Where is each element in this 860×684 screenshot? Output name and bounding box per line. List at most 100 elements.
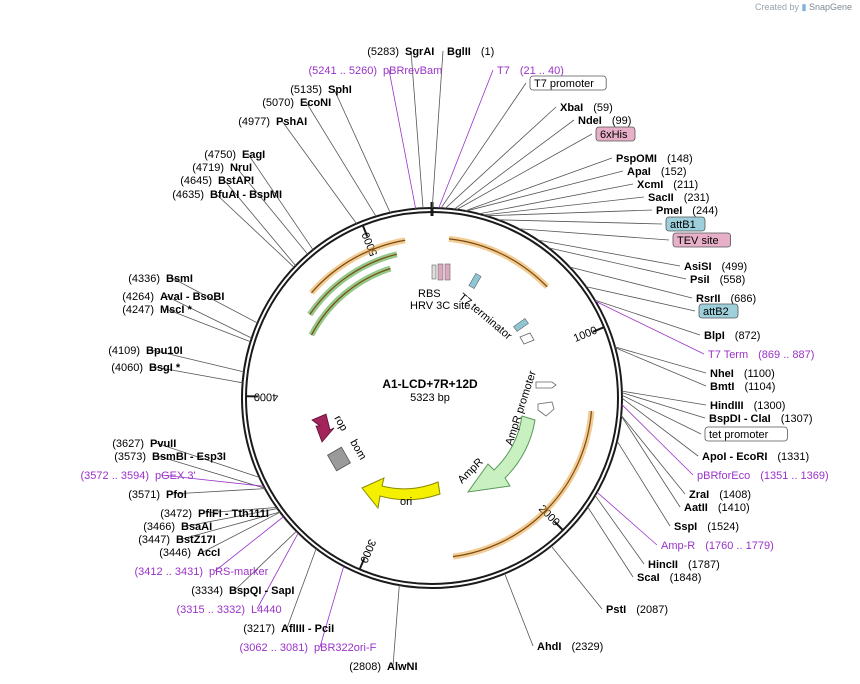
leader-line: [464, 157, 613, 212]
leader-line: [256, 532, 299, 610]
leader-line: [465, 170, 624, 212]
hrv-box: [444, 263, 451, 281]
site-position: (3447): [138, 534, 170, 546]
ampr-promoter-arrow: [537, 401, 555, 417]
plasmid-name: A1-LCD+7R+12D: [382, 377, 478, 391]
site-name: BmtI: [710, 381, 734, 393]
site-name: ApoI - EcoRI: [702, 451, 767, 463]
leader-line: [431, 50, 444, 209]
leader-line: [594, 495, 645, 565]
site-name: L4440: [251, 604, 282, 616]
site-name: pBRrevBam: [383, 65, 442, 77]
leader-line: [614, 346, 707, 374]
orange-arc-1: [448, 235, 550, 289]
site-position: (1410): [718, 502, 750, 514]
rbs-label: RBS: [418, 288, 441, 300]
site-name: PstI: [606, 604, 626, 616]
site-position: (4645): [180, 175, 212, 187]
site-name: NdeI: [578, 115, 602, 127]
tick-mark: [553, 520, 564, 531]
site-position: (4247): [122, 304, 154, 316]
leader-line: [160, 474, 264, 487]
leader-line: [410, 50, 424, 209]
leader-line: [587, 506, 634, 578]
leader-line: [215, 193, 295, 268]
t7term-arrow: [519, 332, 535, 345]
orange-arc-1-core: [448, 238, 548, 288]
site-position: (1104): [744, 381, 775, 393]
leader-line: [181, 511, 281, 540]
leader-line: [157, 455, 265, 489]
leader-line: [438, 69, 494, 209]
site-position: (4719): [192, 162, 224, 174]
site-position: (3472): [160, 508, 192, 520]
site-name: ScaI: [637, 572, 660, 584]
site-position: (3062 .. 3081): [240, 642, 309, 654]
leader-line: [392, 585, 400, 667]
site-position: (1351 .. 1369): [760, 470, 829, 482]
leader-line: [171, 277, 258, 324]
site-name: AflIII - PciI: [281, 623, 334, 635]
snapgene-credit: Created by ▮ SnapGene: [755, 2, 852, 13]
site-name: T7 Term: [708, 349, 748, 361]
site-name: EcoNI: [300, 97, 331, 109]
site-name: pGEX 3': [155, 470, 196, 482]
site-name: ZraI: [689, 489, 709, 501]
site-position: (2808): [349, 661, 381, 673]
site-name: XcmI: [637, 179, 663, 191]
site-name: PspOMI: [616, 153, 657, 165]
leader-line: [596, 491, 658, 546]
bom-box: [327, 446, 351, 472]
site-name: NruI: [230, 162, 252, 174]
site-position: (4060): [111, 362, 143, 374]
attb2-box: [513, 318, 529, 332]
site-name: Amp-R: [661, 540, 695, 552]
site-name: EagI: [242, 149, 265, 161]
ori-arrow: [361, 477, 441, 510]
site-position: (1): [481, 46, 494, 58]
site-name: PshAI: [276, 116, 307, 128]
leader-line: [214, 516, 284, 572]
site-position: (686): [730, 293, 756, 305]
leader-line: [620, 415, 681, 508]
tick-mark: [358, 557, 366, 570]
site-name: PmeI: [656, 205, 682, 217]
leader-line: [202, 511, 281, 553]
feature-label: TEV site: [677, 235, 719, 247]
site-position: (4750): [204, 149, 236, 161]
site-position: (3446): [159, 547, 191, 559]
feature-arcs: [307, 235, 595, 560]
attb1-box: [468, 273, 482, 289]
feature-label: attB1: [670, 219, 696, 231]
site-position: (4336): [128, 273, 160, 285]
leader-line: [305, 101, 377, 217]
leader-line: [621, 404, 694, 476]
feature-badge: [698, 303, 739, 319]
leader-line: [621, 394, 702, 435]
feature-badge: [672, 232, 731, 248]
feature-badge: [529, 75, 607, 91]
leader-line: [319, 566, 345, 648]
leader-line: [594, 299, 701, 336]
site-name: BsmI: [166, 273, 193, 285]
feature-badge: [704, 426, 788, 442]
leader-line: [235, 166, 309, 255]
site-position: (1307): [781, 413, 813, 425]
site-name: AhdI: [537, 641, 561, 653]
leader-line: [550, 545, 603, 610]
tick-mark: [361, 224, 369, 237]
tick-label: 1000: [572, 325, 599, 345]
site-name: BstAPI: [218, 175, 254, 187]
leader-line: [171, 488, 266, 495]
leader-line: [151, 349, 244, 373]
site-labels: (5283)SgrAI(5241 .. 5260)pBRrevBam(5135)…: [81, 46, 829, 673]
tick-label: 4000: [254, 390, 279, 402]
site-name: pBR322ori-F: [314, 642, 377, 654]
site-name: BsaAI: [181, 521, 212, 533]
site-position: (3412 .. 3431): [135, 566, 204, 578]
green-arc-1-core: [309, 253, 398, 315]
site-position: (152): [661, 166, 687, 178]
credit-brand: SnapGene: [808, 2, 852, 12]
site-position: (3334): [191, 585, 223, 597]
leader-line: [497, 219, 663, 225]
